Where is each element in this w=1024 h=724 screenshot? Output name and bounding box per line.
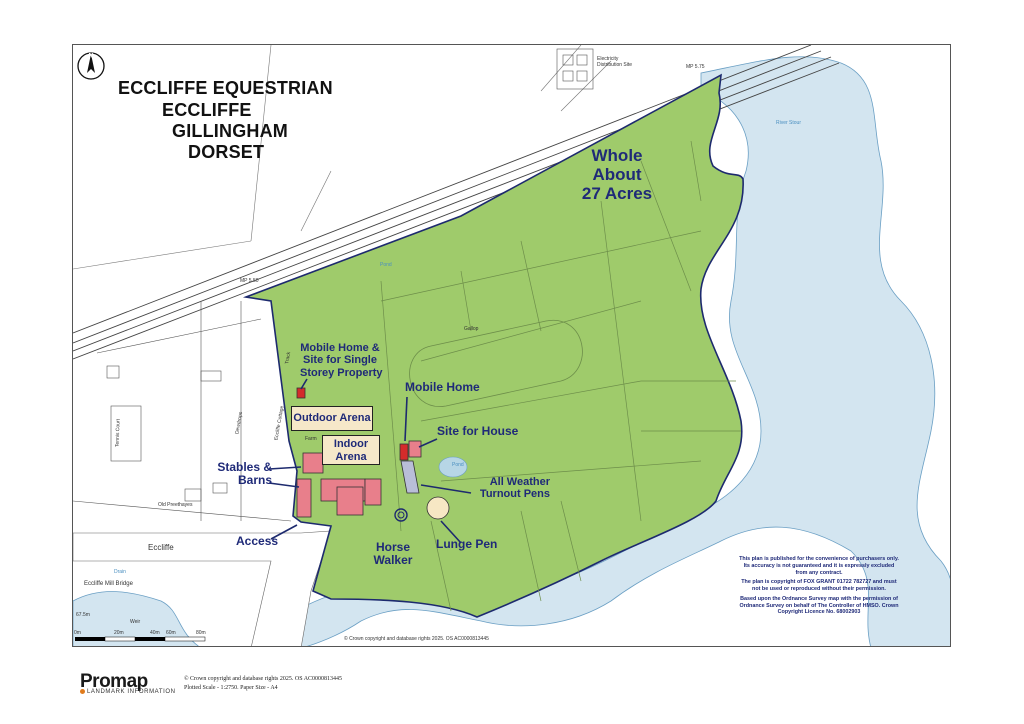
mobile-home-site-line-1: Mobile Home & [300, 342, 380, 354]
eccliffe-village-label: Eccliffe [148, 543, 174, 552]
mp2-label: MP 5.50 [240, 278, 259, 284]
title-line-4: DORSET [188, 142, 265, 162]
arrows [268, 378, 472, 544]
electricity-site [556, 48, 594, 90]
scale-label-4: 80m [196, 630, 206, 636]
footer-copyright: © Crown copyright and database rights 20… [184, 676, 343, 682]
outdoor-arena: Outdoor Arena [291, 406, 373, 431]
gallop-track [409, 319, 583, 407]
disclaimer-paragraph-2: The plan is copyright of FOX GRANT 01722… [741, 579, 897, 592]
compass-letter: N [88, 53, 93, 60]
tennis-court-label: Tennis Court [114, 418, 122, 448]
footer-plotted-scale: Plotted Scale - 1:2750. Paper Size - A4 [184, 685, 278, 691]
indoor-arena-line-2: Arena [335, 450, 367, 463]
pond-south-label: Pond [452, 462, 464, 468]
mobile-home-site-line-3: Storey Property [300, 366, 383, 379]
title-line-2: ECCLIFFE [162, 100, 252, 120]
mobile-home-site-label: Mobile Home & Site for Single Storey Pro… [300, 342, 383, 379]
area-label-line-1: Whole [591, 146, 643, 165]
horse-walker-line-1: Horse [375, 540, 410, 554]
buildings [296, 387, 422, 518]
horse-walker-shape [394, 508, 408, 522]
promap-logo-sub-text: LANDMARK INFORMATION [87, 689, 176, 696]
area-label-line-3: 27 Acres [581, 184, 653, 204]
field-lines-north [73, 45, 612, 270]
disclaimer-paragraph-1: This plan is published for the convenien… [739, 556, 899, 576]
horse-walker-label: Horse Walker [369, 540, 417, 568]
mp-label: MP 5.75 [686, 64, 705, 70]
electricity-label-1: Electricity [597, 56, 619, 62]
lunge-pen-shape [426, 496, 450, 520]
scale-label-2: 40m [150, 630, 160, 636]
title-line-3: GILLINGHAM [172, 121, 288, 141]
title-line-1: ECCLIFFE EQUESTRIAN [118, 78, 333, 98]
map-frame [72, 44, 951, 647]
site-for-house-label: Site for House [437, 424, 519, 438]
indoor-arena-line-1: Indoor [333, 438, 369, 450]
gallop-label: Gallop [464, 326, 479, 332]
all-weather-label: All Weather Turnout Pens [468, 476, 550, 501]
village-west [73, 301, 292, 522]
outdoor-arena-label: Outdoor Arena [293, 412, 371, 424]
area-label: Whole About 27 Acres [572, 146, 662, 203]
horse-walker-line-2: Walker [373, 553, 413, 568]
spot-height-label: 67.5m [76, 612, 90, 618]
area-label-line-2: About [592, 165, 642, 185]
base-map [73, 45, 950, 646]
all-weather-line-2: Turnout Pens [479, 488, 550, 501]
farm-label: Farm [305, 436, 317, 442]
drain-label: Drain [114, 569, 126, 575]
promap-logo-sub: LANDMARK INFORMATION [80, 689, 176, 695]
map-copyright: © Crown copyright and database rights 20… [344, 636, 489, 642]
promap-logo: Promap [80, 671, 148, 692]
mobile-home-site-line-2: Site for Single [303, 354, 377, 367]
disclaimer-block: This plan is published for the convenien… [738, 556, 900, 619]
all-weather-line-1: All Weather [489, 476, 550, 488]
scale-label-3: 60m [166, 630, 176, 636]
lunge-pen-label: Lunge Pen [436, 537, 498, 551]
disclaimer-paragraph-3: Based upon the Ordnance Survey map with … [739, 595, 899, 616]
stables-barns-line-1: Stables & [217, 460, 272, 474]
eccliffe-mill-bridge-label: Eccliffe Mill Bridge [84, 581, 133, 587]
north-arrow-icon: N [77, 52, 105, 80]
old-preethayes-label: Old Preethayes [158, 502, 193, 508]
indoor-arena: Indoor Arena [322, 435, 380, 465]
scale-bar [75, 636, 206, 642]
mobile-home-label: Mobile Home [405, 380, 480, 394]
river-stour-label: River Stour [776, 120, 802, 126]
stables-barns-label: Stables & Barns [212, 460, 272, 488]
pond-north-label: Pond [380, 262, 392, 268]
stables-barns-line-2: Barns [237, 473, 272, 488]
logo-dot-icon [80, 689, 85, 694]
weir-label: Weir [130, 619, 141, 625]
pond-south [438, 456, 468, 478]
scale-label-1: 20m [114, 630, 124, 636]
access-label: Access [236, 534, 279, 548]
scale-label-0: 0m [74, 630, 81, 636]
paddock-lines [380, 140, 741, 612]
river-stour [252, 56, 950, 646]
road [73, 530, 332, 646]
electricity-label-2: Distribution Site [597, 62, 633, 68]
river-west [73, 591, 200, 646]
